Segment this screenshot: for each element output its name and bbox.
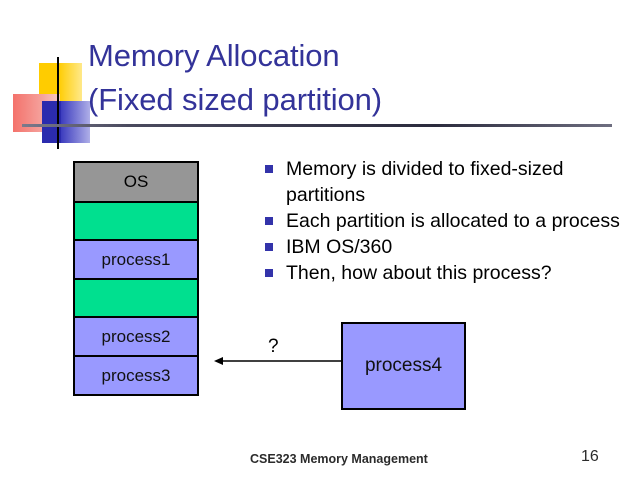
incoming-process-label: process4 (364, 355, 443, 376)
bullet-list: Memory is divided to fixed-sized partiti… (243, 156, 633, 286)
memory-block-process3: process3 (73, 355, 199, 396)
bullet-square-icon (265, 243, 273, 251)
footer-label: CSE323 Memory Management (250, 452, 428, 466)
list-item-text: Each partition is allocated to a process (286, 210, 620, 232)
memory-block-label: OS (123, 172, 149, 191)
memory-block-process2: process2 (73, 316, 199, 357)
arrow-question-label: ? (268, 336, 279, 357)
list-item: Memory is divided to fixed-sized partiti… (243, 156, 633, 208)
memory-block-free-2 (73, 278, 199, 318)
incoming-process-box: process4 (341, 322, 466, 410)
list-item-text: Memory is divided to fixed-sized partiti… (286, 158, 564, 206)
bullet-square-icon (265, 269, 273, 277)
decorative-logo (12, 57, 100, 149)
page-title: Memory Allocation (Fixed sized partition… (88, 34, 628, 122)
list-item: IBM OS/360 (243, 234, 633, 260)
logo-blue-accent-square (42, 101, 61, 143)
list-item: Each partition is allocated to a process (243, 208, 633, 234)
memory-block-label: process3 (101, 365, 171, 385)
title-line-2: (Fixed sized partition) (88, 82, 383, 117)
memory-block-label: process2 (101, 326, 171, 346)
page-number: 16 (581, 448, 599, 465)
allocation-arrow-icon (214, 357, 342, 365)
list-item: Then, how about this process? (243, 260, 633, 286)
logo-vertical-line (57, 57, 59, 149)
title-line-1: Memory Allocation (88, 38, 340, 73)
list-item-text: Then, how about this process? (286, 262, 552, 284)
bullet-square-icon (265, 165, 273, 173)
memory-block-os: OS (73, 161, 199, 203)
memory-partition-column: OS process1 process2 process3 (73, 161, 199, 396)
memory-block-label: process1 (101, 249, 171, 269)
list-item-text: IBM OS/360 (286, 236, 393, 258)
bullet-square-icon (265, 217, 273, 225)
memory-block-free-1 (73, 201, 199, 241)
title-divider (22, 124, 612, 127)
memory-block-process1: process1 (73, 239, 199, 280)
